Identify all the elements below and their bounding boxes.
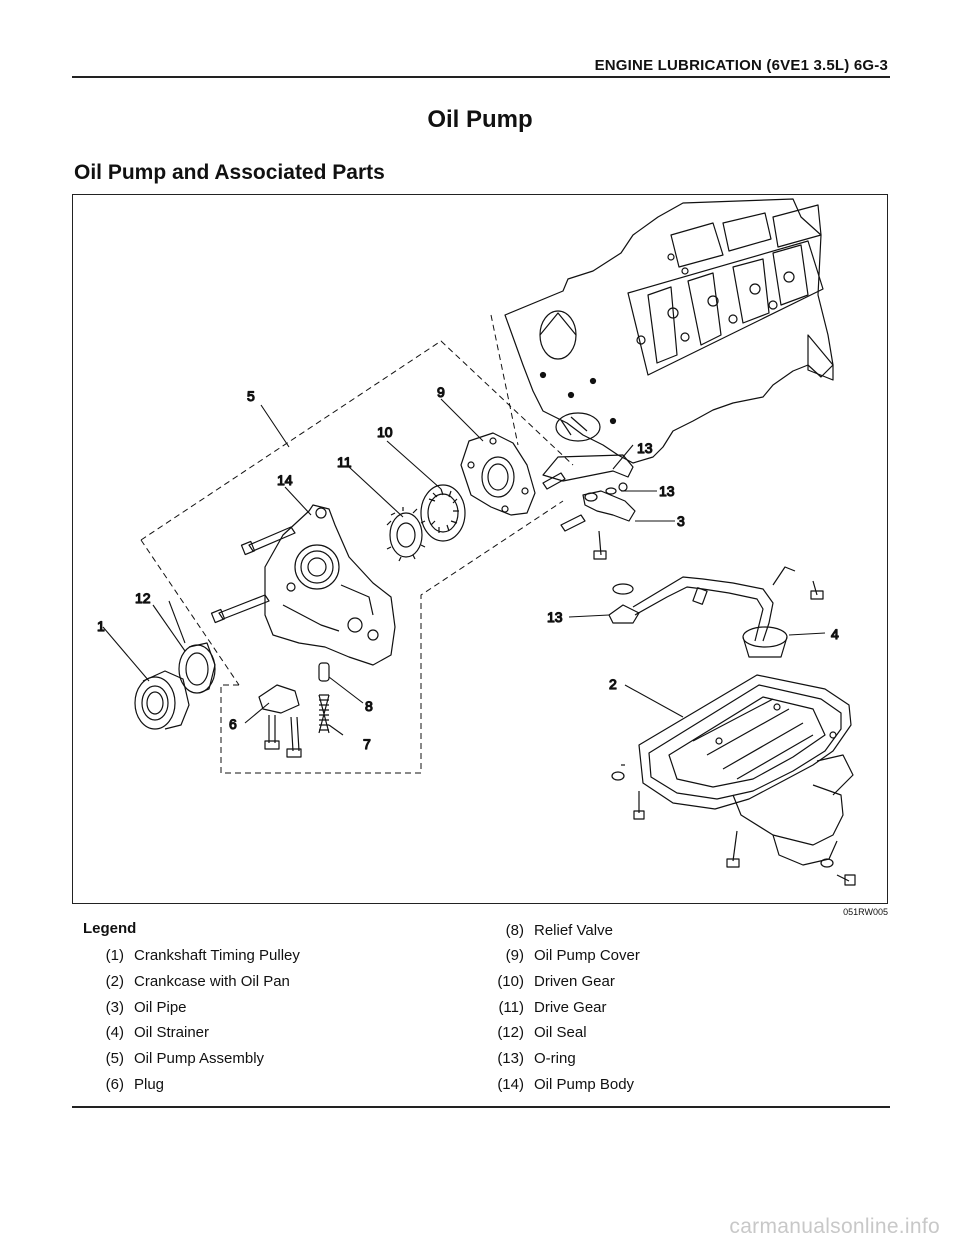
oil-pump-body-drawing — [264, 504, 396, 666]
callout-9: 9 — [437, 384, 445, 400]
legend-item-number: (1) — [105, 947, 124, 964]
oil-seal-drawing — [178, 642, 216, 694]
callout-14: 14 — [277, 472, 293, 488]
legend-item-label: Oil Pipe — [134, 999, 187, 1016]
cover-bolt-drawing — [542, 472, 566, 490]
relief-valve-drawing — [318, 662, 330, 734]
callout-3: 3 — [677, 513, 685, 529]
legend-item-number: (9) — [505, 947, 524, 964]
callout-5: 5 — [247, 388, 255, 404]
callout-10: 10 — [377, 424, 393, 440]
header-divider — [72, 76, 890, 78]
crankshaft-timing-pulley-drawing — [134, 670, 190, 730]
plug-drawing — [258, 684, 302, 758]
legend-item-number: (6) — [105, 1076, 124, 1093]
callout-11: 11 — [337, 454, 352, 470]
drive-gear-drawing — [386, 507, 426, 562]
legend-heading: Legend — [83, 920, 137, 937]
legend-item-label: Crankshaft Timing Pulley — [134, 947, 300, 964]
footer-divider — [72, 1106, 890, 1108]
pump-body-bolts-drawing — [210, 526, 296, 624]
legend-item-label: Oil Pump Assembly — [134, 1050, 265, 1067]
legend-item-number: (8) — [505, 922, 524, 939]
legend-item-number: (11) — [498, 999, 524, 1016]
legend-item-label: Drive Gear — [534, 999, 607, 1016]
legend-item-number: (14) — [497, 1076, 524, 1093]
legend-item-number: (3) — [105, 999, 124, 1016]
figure-code: 051RW005 — [843, 907, 888, 917]
exploded-diagram-figure: 1 2 3 4 5 6 7 8 9 10 11 12 13 13 13 14 — [72, 194, 888, 904]
callout-13-top: 13 — [637, 440, 653, 456]
page-header-title: ENGINE LUBRICATION (6VE1 3.5L) 6G-3 — [594, 57, 888, 74]
legend-item-number: (10) — [497, 973, 524, 990]
callout-8: 8 — [365, 698, 373, 714]
callout-4: 4 — [831, 626, 839, 642]
watermark: carmanualsonline.info — [729, 1215, 940, 1238]
oil-pan-bolts-drawing — [611, 764, 856, 886]
legend-item-number: (5) — [105, 1050, 124, 1067]
subsection-title: Oil Pump and Associated Parts — [74, 161, 385, 184]
callout-1: 1 — [97, 618, 105, 634]
oil-pump-cover-drawing — [460, 432, 536, 516]
legend-item-label: Oil Pump Body — [534, 1076, 635, 1093]
legend-item-number: (13) — [497, 1050, 524, 1067]
legend-item-number: (12) — [497, 1024, 524, 1041]
legend-item-label: Oil Strainer — [134, 1024, 210, 1041]
crankcase-oil-pan-drawing — [638, 674, 854, 866]
legend-item-label: Driven Gear — [534, 973, 615, 990]
legend-item-label: Oil Pump Cover — [534, 947, 640, 964]
callout-7: 7 — [363, 736, 371, 752]
legend-item-label: O-ring — [534, 1050, 576, 1067]
legend-item-number: (4) — [105, 1024, 124, 1041]
driven-gear-drawing — [420, 484, 466, 542]
exploded-diagram: 1 2 3 4 5 6 7 8 9 10 11 12 13 13 13 14 — [96, 198, 856, 886]
section-title: Oil Pump — [427, 106, 533, 133]
legend-item-label: Crankcase with Oil Pan — [134, 973, 290, 990]
callout-12: 12 — [135, 590, 151, 606]
legend-item-number: (2) — [105, 973, 124, 990]
legend-item-label: Relief Valve — [534, 922, 613, 939]
engine-block-drawing — [504, 198, 834, 482]
legend-item-label: Oil Seal — [534, 1024, 587, 1041]
legend-item-label: Plug — [134, 1076, 165, 1093]
leader-lines — [102, 398, 826, 736]
assembly-boundary — [140, 314, 574, 774]
callout-6: 6 — [229, 716, 237, 732]
callout-13-mid: 13 — [659, 483, 675, 499]
callout-2: 2 — [609, 676, 617, 692]
callout-13-left: 13 — [547, 609, 563, 625]
oil-pipe-drawing — [560, 482, 636, 560]
callout-labels: 1 2 3 4 5 6 7 8 9 10 11 12 13 13 13 14 — [96, 383, 839, 752]
oil-strainer-drawing — [608, 566, 824, 658]
